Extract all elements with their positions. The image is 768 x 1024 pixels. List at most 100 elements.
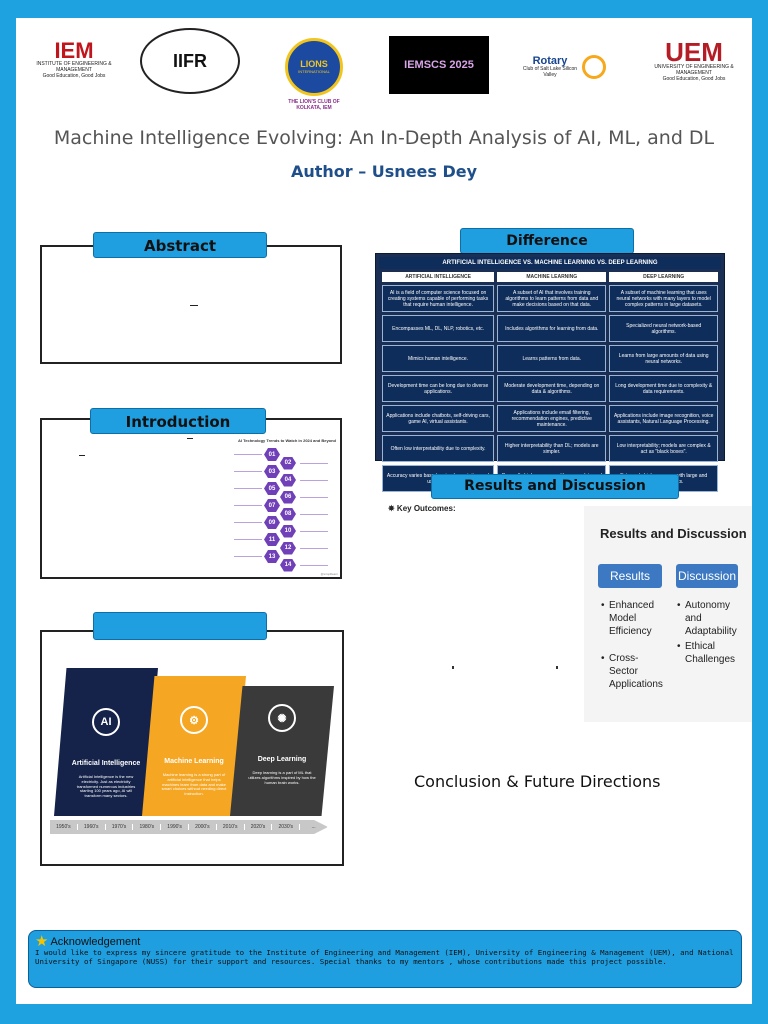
difference-heading: Difference	[460, 228, 634, 254]
difference-cell: Applications include email filtering, re…	[497, 405, 607, 432]
trend-hex: 04	[280, 473, 296, 487]
trend-label-line	[234, 505, 262, 506]
trend-hex: 02	[280, 456, 296, 470]
difference-cell: Learns from large amounts of data using …	[609, 345, 718, 372]
difference-cell: Often low interpretability due to comple…	[382, 435, 495, 462]
evolution-heading-bar	[93, 612, 267, 640]
evolution-box: AI Artificial Intelligence Artificial In…	[40, 630, 344, 866]
difference-cell: AI is a field of computer science focuse…	[382, 285, 495, 312]
difference-row: Mimics human intelligence.Learns pattern…	[382, 345, 718, 372]
trend-label-line	[234, 556, 262, 557]
trend-label-line	[300, 530, 328, 532]
trend-hex: 03	[264, 465, 280, 478]
rotary-logo: Rotary Club of Salt Lake Silicon Valley	[516, 50, 612, 84]
results-stray-mark-1	[452, 666, 454, 669]
trend-hex: 06	[280, 490, 296, 504]
trend-label-line	[300, 496, 328, 498]
difference-row: Often low interpretability due to comple…	[382, 435, 718, 462]
trend-label-line	[234, 471, 262, 472]
trend-hex: 13	[264, 550, 280, 563]
lions-logo: LIONS INTERNATIONAL THE LION'S CLUB OF K…	[266, 28, 362, 120]
results-heading: Results and Discussion	[431, 474, 679, 499]
timeline-decade: 2000's	[189, 824, 217, 830]
trend-hex: 10	[280, 524, 296, 538]
results-label: Results	[598, 564, 662, 588]
trend-hex: 09	[264, 516, 280, 529]
trend-hex: 08	[280, 507, 296, 521]
iemscs-logo: IEMSCS 2025	[389, 36, 489, 94]
abstract-placeholder-dash	[190, 305, 198, 306]
discussion-label: Discussion	[676, 564, 738, 588]
evolution-figure: AI Artificial Intelligence Artificial In…	[48, 668, 338, 844]
iem-logo: IEM INSTITUTE OF ENGINEERING & MANAGEMEN…	[36, 38, 112, 79]
trend-hex: 05	[264, 482, 280, 495]
timeline-decade: 1950's	[50, 824, 78, 830]
difference-cell: Learns patterns from data.	[497, 345, 607, 372]
author-line: Author – Usnees Dey	[290, 162, 478, 181]
brain-circuit-icon: ⚙	[180, 706, 208, 734]
difference-cell: Low interpretability; models are complex…	[609, 435, 718, 462]
trend-hex: 14	[280, 558, 296, 572]
abstract-heading: Abstract	[93, 232, 267, 258]
intro-dash-1	[79, 455, 85, 456]
difference-cell: Encompasses ML, DL, NLP, robotics, etc.	[382, 315, 495, 342]
difference-cell: Moderate development time, depending on …	[497, 375, 607, 402]
difference-row: Encompasses ML, DL, NLP, robotics, etc.I…	[382, 315, 718, 342]
trend-label-line	[300, 513, 328, 515]
trend-hex: 07	[264, 499, 280, 512]
difference-cell: Higher interpretability than DL; models …	[497, 435, 607, 462]
ai-chip-icon: AI	[92, 708, 120, 736]
key-outcomes-label: ✵ Key Outcomes:	[388, 504, 456, 513]
intro-dash-2	[187, 438, 193, 439]
conclusion-heading: Conclusion & Future Directions	[414, 772, 661, 791]
trend-label-line	[300, 564, 328, 566]
difference-cell: A subset of AI that involves training al…	[497, 285, 607, 312]
ai-trends-figure: AI Technology Trends to Watch in 2024 an…	[234, 438, 340, 576]
difference-table-figure: ARTIFICIAL INTELLIGENCE VS. MACHINE LEAR…	[375, 253, 725, 492]
trend-hex: 12	[280, 541, 296, 555]
ai-panel: AI Artificial Intelligence Artificial In…	[54, 668, 158, 816]
difference-row: Applications include chatbots, self-driv…	[382, 405, 718, 432]
difference-cell: Development time can be long due to dive…	[382, 375, 495, 402]
trend-label-line	[300, 462, 328, 464]
rotary-wheel-icon	[582, 55, 606, 79]
introduction-heading: Introduction	[90, 408, 266, 434]
timeline-decade: 1970's	[106, 824, 134, 830]
difference-cell: Applications include image recognition, …	[609, 405, 718, 432]
star-icon: ★	[35, 933, 49, 950]
difference-cell: Specialized neural network-based algorit…	[609, 315, 718, 342]
trend-hex: 11	[264, 533, 280, 546]
dl-panel: ✺ Deep Learning Deep learning is a part …	[230, 686, 334, 816]
difference-cell: Includes algorithms for learning from da…	[497, 315, 607, 342]
trend-label-line	[234, 539, 262, 540]
difference-cell: Applications include chatbots, self-driv…	[382, 405, 495, 432]
acknowledgement-box: ★ Acknowledgement I would like to expres…	[28, 930, 742, 988]
results-stray-mark-2	[556, 666, 558, 669]
timeline-decade: 2020's	[245, 824, 273, 830]
trend-label-line	[234, 454, 262, 455]
abstract-box	[40, 245, 342, 364]
trend-label-line	[300, 479, 328, 481]
trend-hex: 01	[264, 448, 280, 461]
timeline-decade: 1980's	[133, 824, 162, 830]
timeline-decade: 2030's	[272, 824, 301, 830]
uem-logo: UEM UNIVERSITY OF ENGINEERING & MANAGEME…	[654, 37, 734, 82]
neural-network-icon: ✺	[268, 704, 296, 732]
introduction-box: AI Technology Trends to Watch in 2024 an…	[40, 418, 342, 579]
timeline-decade: 1990's	[161, 824, 189, 830]
timeline-decade: 2010's	[217, 824, 245, 830]
difference-table: ARTIFICIAL INTELLIGENCE MACHINE LEARNING…	[379, 269, 721, 495]
difference-cell: A subset of machine learning that uses n…	[609, 285, 718, 312]
timeline-decade: ...	[300, 824, 328, 830]
difference-cell: Mimics human intelligence.	[382, 345, 495, 372]
ml-panel: ⚙ Machine Learning Machine learning is a…	[142, 676, 246, 816]
trend-label-line	[234, 522, 262, 523]
difference-row: Development time can be long due to dive…	[382, 375, 718, 402]
trend-label-line	[300, 547, 328, 549]
trend-label-line	[234, 488, 262, 489]
results-figure: Results and Discussion Results Discussio…	[584, 506, 752, 722]
iifr-logo: IIFR	[140, 28, 240, 94]
difference-row: AI is a field of computer science focuse…	[382, 285, 718, 312]
timeline-decade: 1960's	[78, 824, 106, 830]
